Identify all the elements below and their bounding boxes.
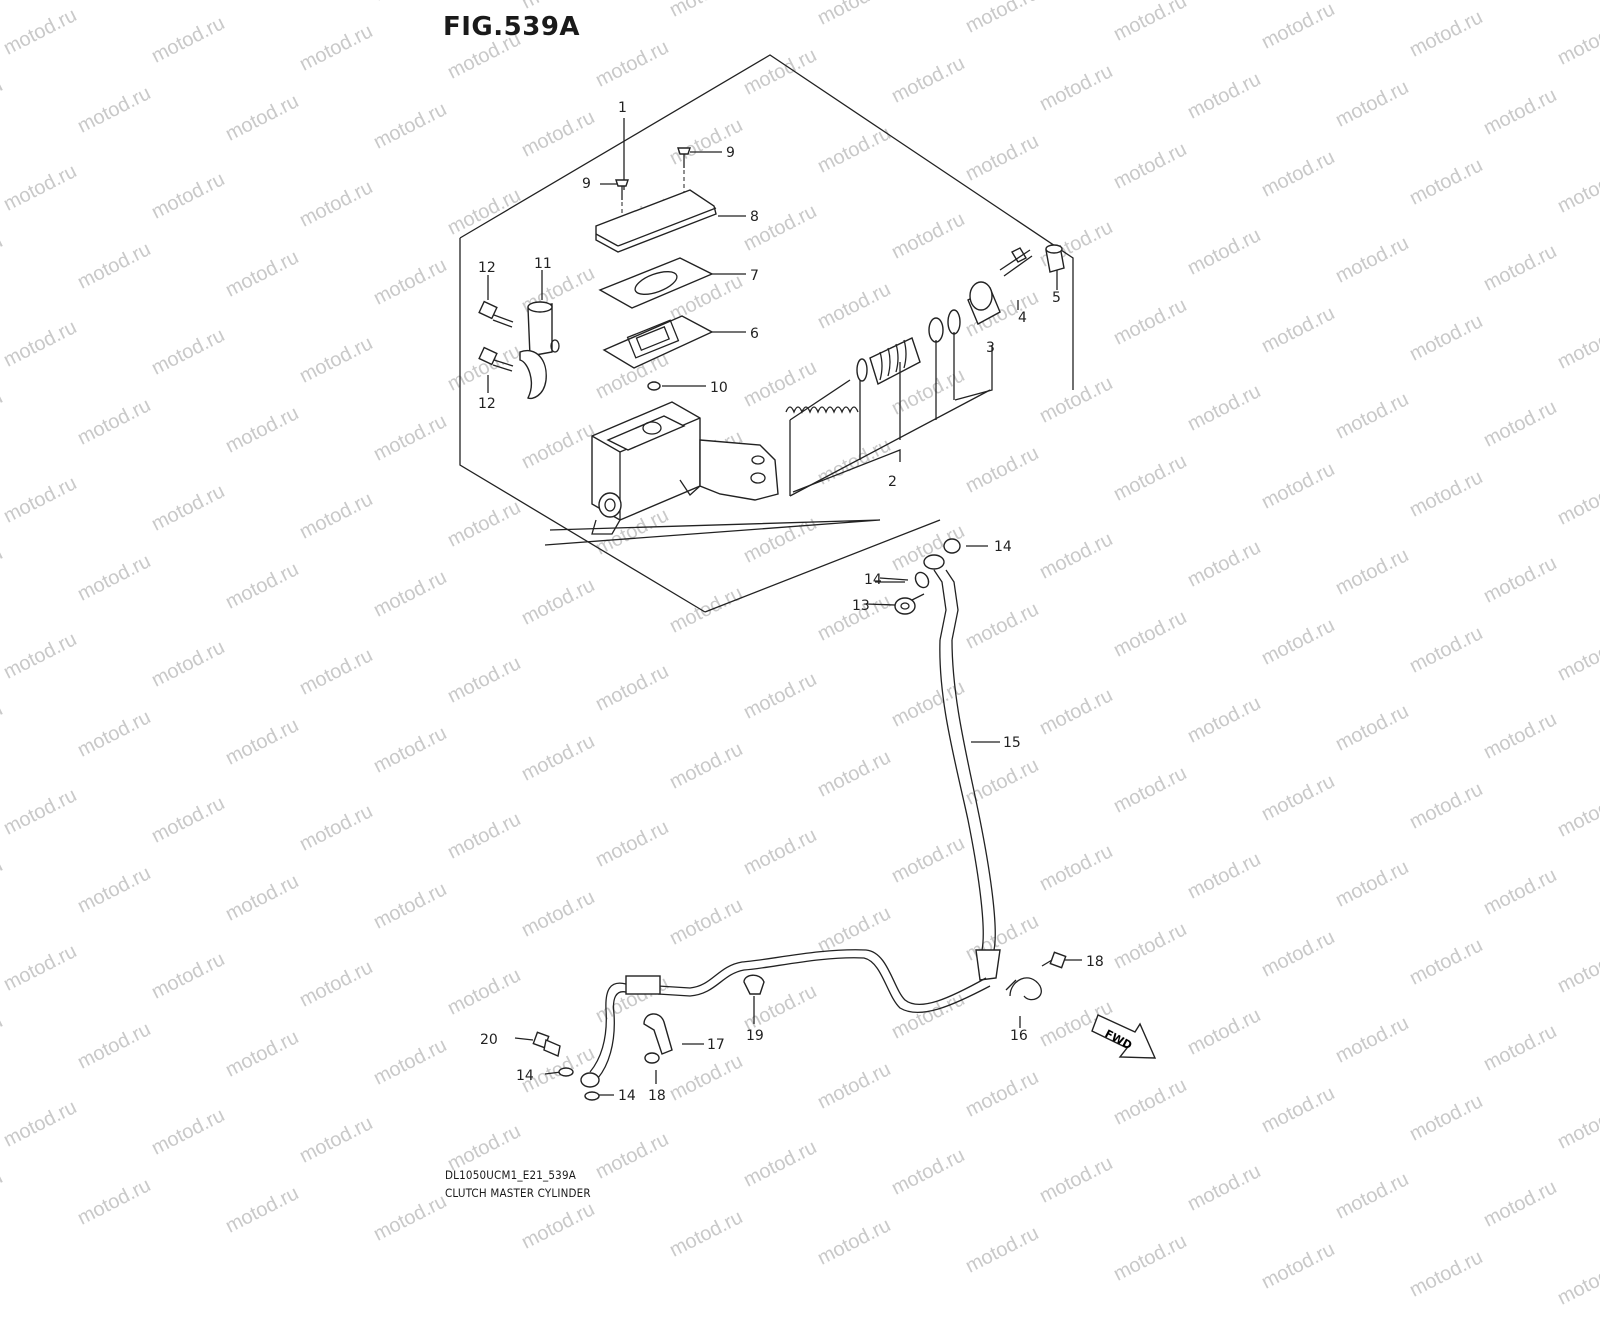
diagram-caption: CLUTCH MASTER CYLINDER [445, 1186, 591, 1200]
washer-14-d [584, 1091, 600, 1101]
callout-9: 9 [582, 176, 591, 192]
watermark-text: motod.ru [1554, 1254, 1600, 1310]
piston-2 [869, 337, 921, 386]
leader-lines [487, 118, 1082, 1096]
master-cylinder-body [591, 401, 779, 535]
callout-18: 18 [1086, 954, 1104, 970]
callout-10: 10 [710, 380, 728, 396]
assembly-outline-bottom [704, 519, 941, 613]
bleeder-bolt-20 [532, 1031, 561, 1057]
callout-12: 12 [478, 396, 496, 412]
callout-8: 8 [750, 209, 759, 225]
seal-cup-2 [928, 317, 944, 343]
watermark-text: motod.ru [1406, 1246, 1487, 1302]
bolt-18-upper [1041, 951, 1067, 969]
watermark-text: motod.ru [666, 1206, 747, 1262]
callout-12: 12 [478, 260, 496, 276]
callout-17: 17 [707, 1037, 725, 1053]
figure-title: FIG.539A [443, 12, 581, 42]
pipe-end-fitting [580, 1072, 600, 1088]
clip-19 [743, 974, 765, 995]
bolt-12-lower [478, 346, 514, 372]
callout-1: 1 [618, 100, 627, 116]
callout-labels: 1234567899101112121314141414151617181819… [478, 100, 1104, 1104]
washer-14-c [558, 1067, 574, 1077]
callout-16: 16 [1010, 1028, 1028, 1044]
callout-13: 13 [852, 598, 870, 614]
piston-spring-2 [785, 379, 859, 421]
callout-7: 7 [750, 268, 759, 284]
callout-18: 18 [648, 1088, 666, 1104]
hose-guide-16 [1005, 977, 1042, 1001]
watermark-text: motod.ru [1110, 1230, 1191, 1286]
screw-9-a [677, 147, 691, 168]
callout-15: 15 [1003, 735, 1021, 751]
watermark-text: motod.ru [518, 1198, 599, 1254]
o-ring-10 [647, 381, 661, 391]
piston-ring-2 [856, 358, 868, 382]
washer-14-b [943, 538, 961, 554]
rod-end-5 [1045, 244, 1065, 273]
piston-bracket-line [789, 389, 991, 497]
diaphragm-6 [602, 315, 714, 369]
watermark-text: motod.ru [814, 1214, 895, 1270]
diaphragm-plate-7 [598, 257, 714, 309]
callout-2: 2 [888, 474, 897, 490]
callout-6: 6 [750, 326, 759, 342]
exploded-parts-diagram: FWD 123456789910111212131414141415161718… [459, 54, 1157, 1104]
handlebar-clamp-11 [519, 301, 560, 400]
bolt-18-lower [644, 1052, 660, 1064]
callout-3: 3 [986, 340, 995, 356]
bolt-12-upper [478, 300, 514, 328]
assembly-outline-left [459, 238, 706, 613]
banjo-bolt-13 [894, 593, 925, 615]
dust-boot-3 [967, 281, 1001, 325]
watermark-text: motod.ru [962, 1222, 1043, 1278]
callout-5: 5 [1052, 290, 1061, 306]
clutch-pipe [580, 949, 991, 1088]
diagram-code: DL1050UCM1_E21_539A [445, 1168, 577, 1182]
assembly-outline-inner [544, 519, 881, 546]
callout-14: 14 [618, 1088, 636, 1104]
washer-14-a [914, 571, 930, 589]
callout-14: 14 [516, 1068, 534, 1084]
watermark-text: motod.ru [1258, 1238, 1339, 1294]
callout-9: 9 [726, 145, 735, 161]
callout-14: 14 [864, 572, 882, 588]
screw-9-b [615, 179, 629, 200]
pipe-fitting [625, 975, 661, 995]
push-rod-4 [999, 247, 1033, 277]
callout-20: 20 [480, 1032, 498, 1048]
clutch-hose-15 [923, 554, 1001, 981]
callout-4: 4 [1018, 310, 1027, 326]
circlip-2 [947, 309, 961, 335]
reservoir-cap-8 [595, 189, 717, 253]
assembly-outline [459, 54, 1074, 390]
callout-14: 14 [994, 539, 1012, 555]
callout-11: 11 [534, 256, 552, 272]
pipe-clamp-17 [643, 1013, 673, 1064]
callout-19: 19 [746, 1028, 764, 1044]
fwd-arrow-icon: FWD [1091, 1014, 1157, 1059]
